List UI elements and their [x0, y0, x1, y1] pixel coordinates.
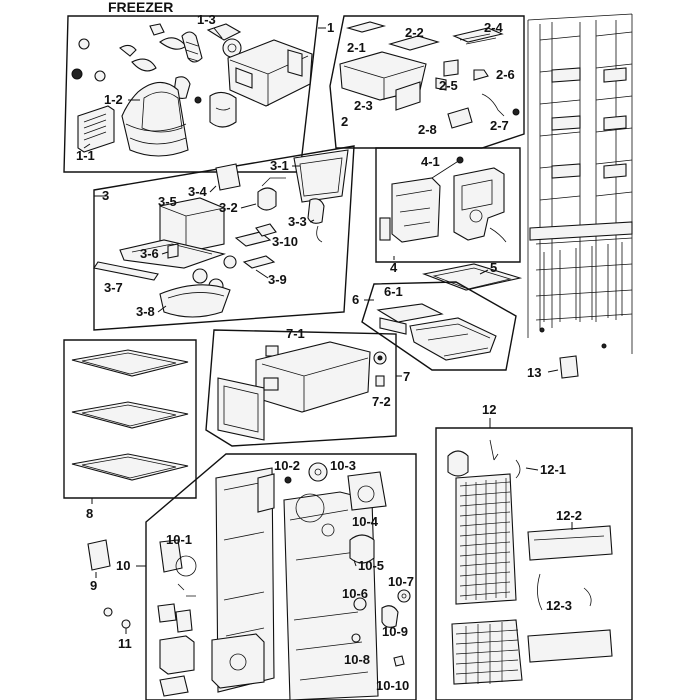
diagram-title: FREEZER [108, 0, 173, 15]
label-2-4: 2-4 [484, 20, 504, 35]
group-7-box [205, 329, 397, 447]
group-6-box [361, 281, 517, 371]
label-10-4: 10-4 [352, 514, 379, 529]
part-13 [559, 355, 579, 379]
door-bin-parts [376, 303, 497, 361]
label-10-8: 10-8 [344, 652, 370, 667]
label-6-1: 6-1 [384, 284, 403, 299]
label-3-6: 3-6 [140, 246, 159, 261]
label-3-3: 3-3 [288, 214, 307, 229]
group-12-box [435, 427, 633, 700]
drawer-parts [217, 341, 387, 441]
label-10-10: 10-10 [376, 678, 409, 693]
label-3-4: 3-4 [188, 184, 208, 199]
label-5: 5 [490, 260, 497, 275]
label-7-2: 7-2 [372, 394, 391, 409]
evaporator-cover-parts [157, 462, 411, 700]
label-3: 3 [102, 188, 109, 203]
label-10-3: 10-3 [330, 458, 356, 473]
dispenser-parts [379, 156, 507, 243]
label-3-1: 3-1 [270, 158, 289, 173]
label-10-7: 10-7 [388, 574, 414, 589]
group-4-box [375, 147, 521, 263]
group-8-box [63, 339, 197, 499]
label-12-3: 12-3 [546, 598, 572, 613]
label-12-1: 12-1 [540, 462, 566, 477]
shelf-parts [71, 349, 189, 481]
label-10-2: 10-2 [274, 458, 300, 473]
label-3-2: 3-2 [219, 200, 238, 215]
label-4: 4 [390, 260, 398, 275]
fan-assembly-parts [93, 149, 349, 318]
label-3-9: 3-9 [268, 272, 287, 287]
ice-maker-parts [71, 23, 313, 157]
label-2-1: 2-1 [347, 40, 366, 55]
label-11: 11 [118, 636, 132, 651]
part-11 [103, 607, 131, 629]
label-2-8: 2-8 [418, 122, 437, 137]
label-10-5: 10-5 [358, 558, 384, 573]
tray-cover-part [422, 263, 523, 291]
label-7: 7 [403, 369, 410, 384]
label-1: 1 [327, 20, 334, 35]
label-2-6: 2-6 [496, 67, 515, 82]
label-9: 9 [90, 578, 97, 593]
auger-parts [339, 21, 520, 129]
label-1-2: 1-2 [104, 92, 123, 107]
label-10-1: 10-1 [166, 532, 192, 547]
freezer-cabinet [527, 13, 633, 354]
label-3-8: 3-8 [136, 304, 155, 319]
label-7-1: 7-1 [286, 326, 305, 341]
label-2-7: 2-7 [490, 118, 509, 133]
condenser-parts [447, 439, 613, 685]
label-12: 12 [482, 402, 496, 417]
label-2-3: 2-3 [354, 98, 373, 113]
label-2: 2 [341, 114, 348, 129]
label-10-6: 10-6 [342, 586, 368, 601]
label-2-5: 2-5 [439, 78, 458, 93]
label-12-2: 12-2 [556, 508, 582, 523]
label-10: 10 [116, 558, 130, 573]
label-3-10: 3-10 [272, 234, 298, 249]
part-9 [87, 539, 111, 571]
label-13: 13 [527, 365, 541, 380]
label-4-1: 4-1 [421, 154, 440, 169]
label-3-7: 3-7 [104, 280, 123, 295]
label-3-5: 3-5 [158, 194, 177, 209]
label-10-9: 10-9 [382, 624, 408, 639]
group-10-box [145, 453, 417, 700]
label-2-2: 2-2 [405, 25, 424, 40]
label-6: 6 [352, 292, 359, 307]
label-8: 8 [86, 506, 93, 521]
label-1-1: 1-1 [76, 148, 95, 163]
group-3-box [93, 145, 355, 331]
label-1-3: 1-3 [197, 12, 216, 27]
